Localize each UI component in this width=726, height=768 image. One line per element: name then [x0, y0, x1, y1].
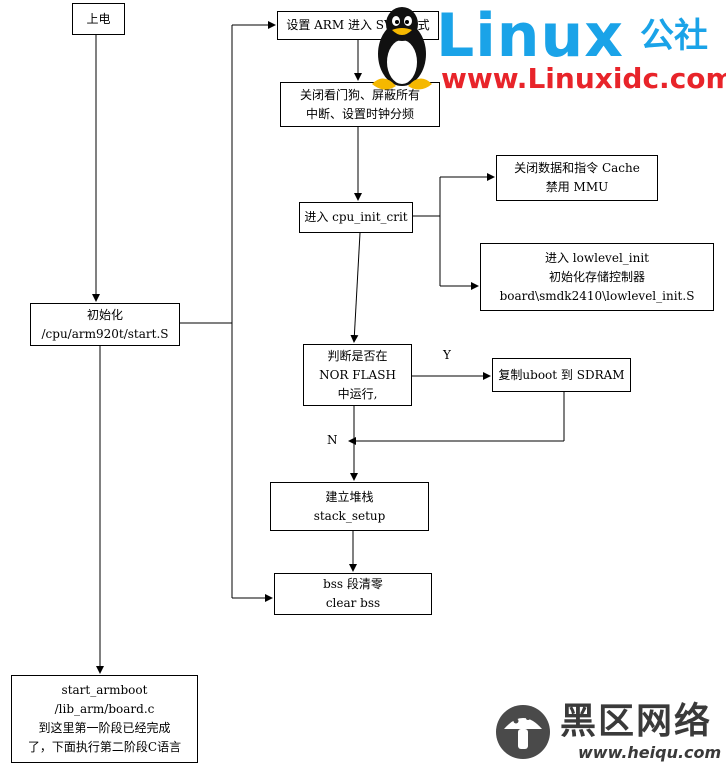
node-stack-line2: stack_setup [313, 508, 386, 523]
node-watchdog-line2: 中断、设置时钟分频 [305, 106, 414, 121]
node-lowlevel-init: 进入 lowlevel_init 初始化存储控制器 board\smdk2410… [480, 243, 714, 311]
node-init-title: 初始化 [86, 307, 123, 322]
node-nor-flash-line1: 判断是否在 [327, 348, 388, 363]
node-start-armboot-line1: start_armboot [61, 683, 148, 697]
node-start-armboot-line4: 了，下面执行第二阶段C语言 [27, 740, 182, 754]
watermark-linux-word: Linux [436, 1, 624, 71]
node-watchdog: 关闭看门狗、屏蔽所有 中断、设置时钟分频 [280, 82, 440, 127]
watermark-linux-suffix: 公社 [640, 16, 708, 56]
node-nor-flash-line3: 中运行, [337, 386, 378, 401]
node-cache-mmu-line1: 关闭数据和指令 Cache [514, 161, 640, 175]
node-lowlevel-init-line1: 进入 lowlevel_init [544, 250, 650, 265]
mushroom-logo-icon [496, 705, 550, 759]
node-start-armboot-line3: 到这里第一阶段已经完成 [38, 721, 171, 735]
node-copy-uboot: 复制uboot 到 SDRAM [492, 358, 631, 392]
watermark-heiqu-word: 黑区网络 [560, 701, 713, 742]
node-nor-flash: 判断是否在 NOR FLASH 中运行, [303, 344, 412, 406]
node-init: 初始化 /cpu/arm920t/start.S [30, 303, 180, 346]
node-bss-line1: bss 段清零 [323, 577, 383, 591]
watermark-linux-url: www.Linuxidc.com [441, 62, 726, 95]
node-lowlevel-init-line3: board\smdk2410\lowlevel_init.S [499, 288, 695, 303]
branch-no-label: N [327, 433, 338, 447]
node-stack-line1: 建立堆栈 [325, 489, 374, 504]
node-cache-mmu: 关闭数据和指令 Cache 禁用 MMU [496, 155, 658, 201]
node-power-on: 上电 [72, 3, 125, 35]
node-start-armboot: start_armboot /lib_arm/board.c 到这里第一阶段已经… [11, 675, 198, 763]
node-bss-line2: clear bss [325, 596, 381, 610]
node-power-on-text: 上电 [86, 11, 111, 26]
node-bss: bss 段清零 clear bss [274, 573, 432, 615]
tux-penguin-icon [372, 7, 432, 90]
node-cpu-init-crit: 进入 cpu_init_crit [299, 202, 413, 233]
node-nor-flash-line2: NOR FLASH [319, 367, 396, 382]
watermark-heiqu-url: www.heiqu.com [578, 743, 722, 762]
node-stack: 建立堆栈 stack_setup [270, 482, 429, 531]
node-cache-mmu-line2: 禁用 MMU [545, 180, 609, 194]
node-copy-uboot-text: 复制uboot 到 SDRAM [498, 367, 625, 382]
branch-yes-label: Y [443, 348, 451, 362]
node-lowlevel-init-line2: 初始化存储控制器 [548, 269, 645, 284]
node-cpu-init-crit-text: 进入 cpu_init_crit [304, 210, 408, 224]
node-watchdog-line1: 关闭看门狗、屏蔽所有 [299, 87, 420, 102]
node-init-path: /cpu/arm920t/start.S [41, 326, 169, 341]
node-start-armboot-line2: /lib_arm/board.c [54, 702, 155, 716]
